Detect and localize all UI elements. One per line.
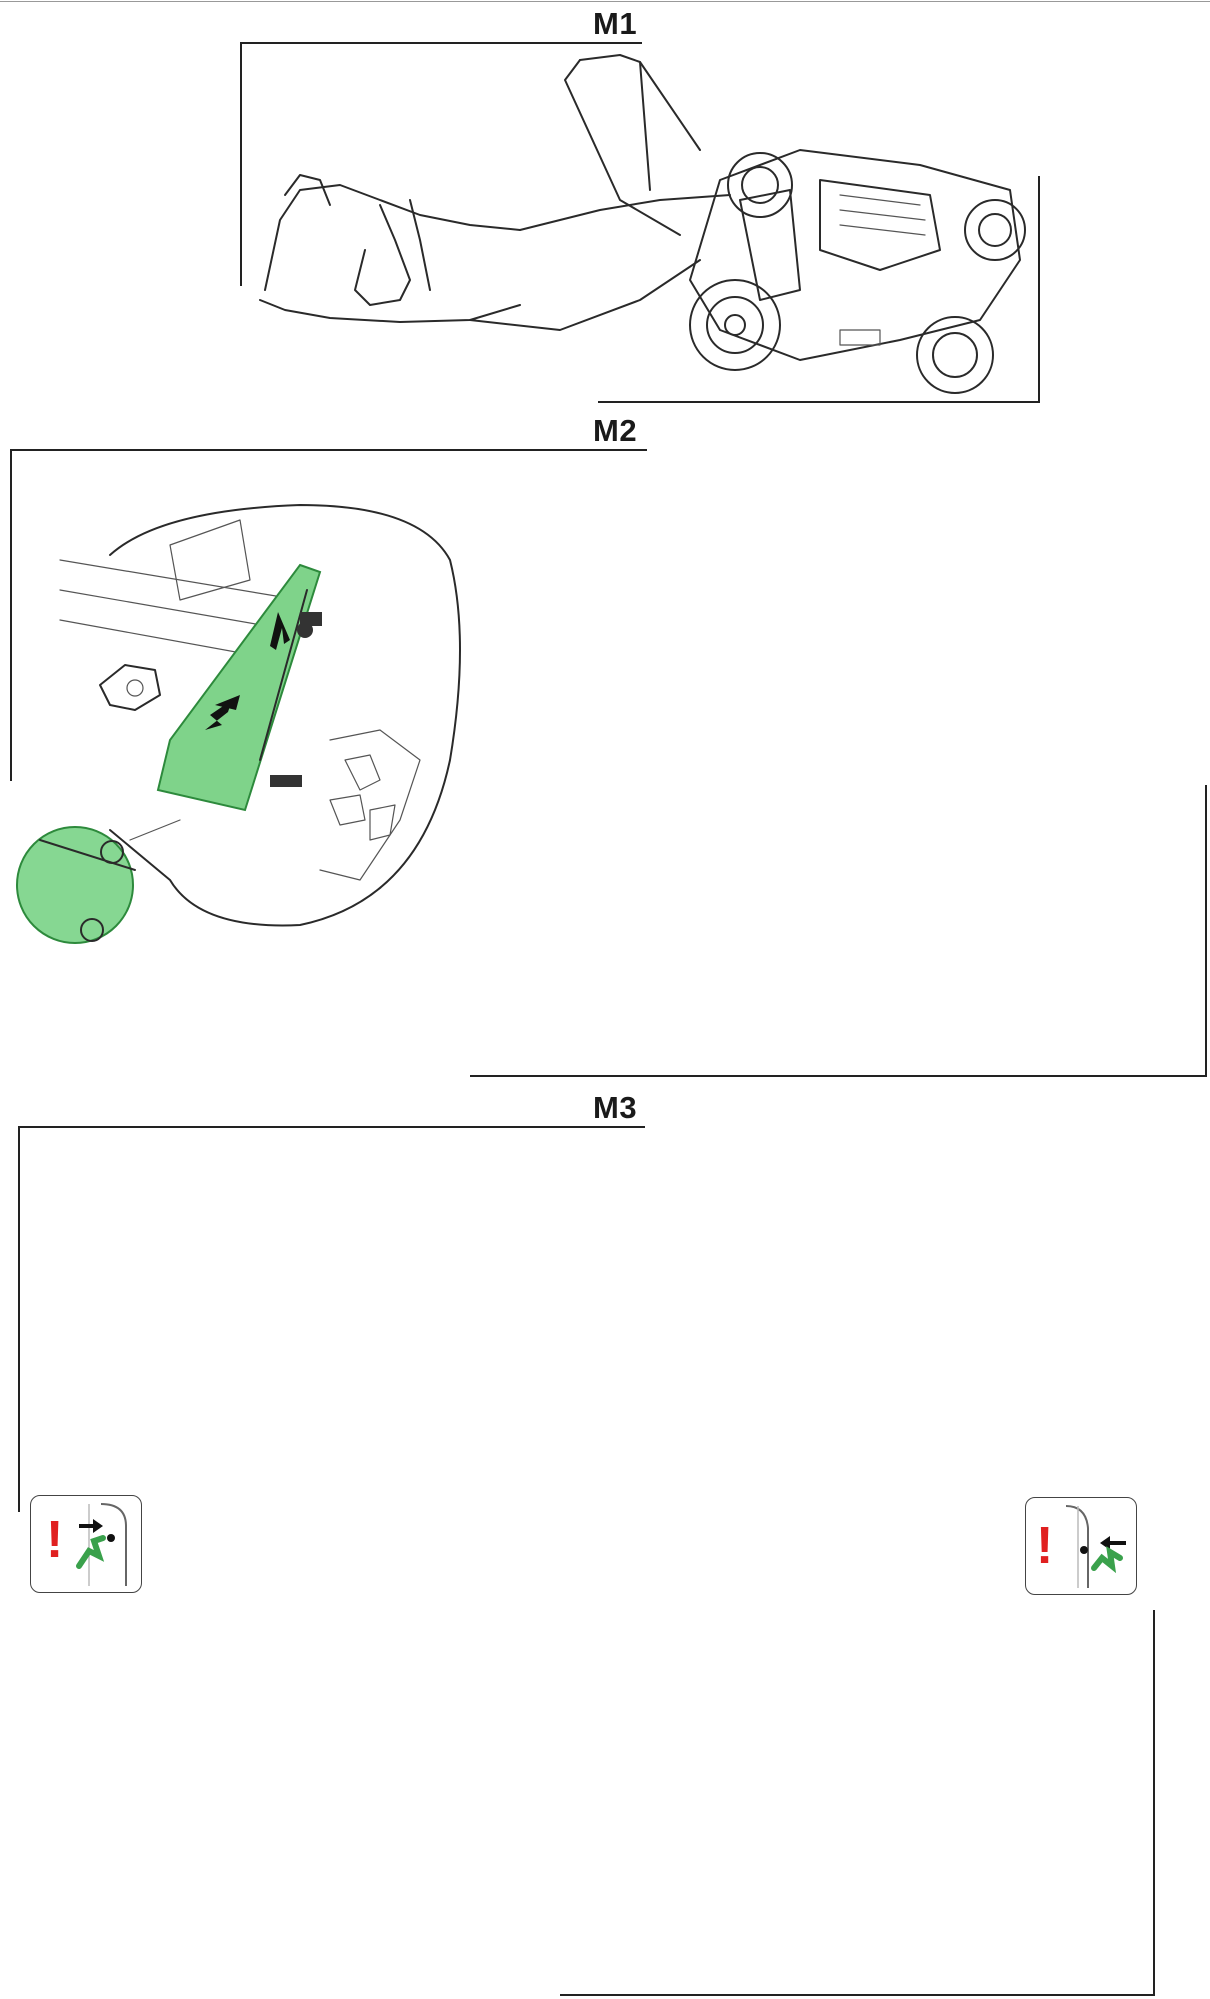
m1-frame-right (598, 176, 1040, 403)
warning-exclamation-icon: ! (1036, 1517, 1054, 1575)
section-label-m3: M3 (593, 1090, 638, 1125)
warning-exclamation-icon: ! (46, 1511, 64, 1569)
section-label-m2: M2 (593, 413, 638, 448)
m3-frame-left (18, 1126, 645, 1512)
warning-card-left: ! (30, 1495, 142, 1593)
warning-plug-icon (76, 1503, 127, 1586)
m2-frame-right (470, 785, 1207, 1077)
warning-card-right: ! (1025, 1497, 1137, 1595)
m2-left-detail (16, 504, 461, 944)
m2-frame-left (10, 449, 647, 781)
m3-frame-right (560, 1610, 1155, 1996)
top-rule (0, 1, 1210, 2)
m1-frame-left (240, 42, 642, 286)
warning-plug-icon (1065, 1505, 1126, 1588)
section-label-m1: M1 (593, 6, 638, 41)
m1-lawnmower-drawing (259, 54, 1026, 394)
